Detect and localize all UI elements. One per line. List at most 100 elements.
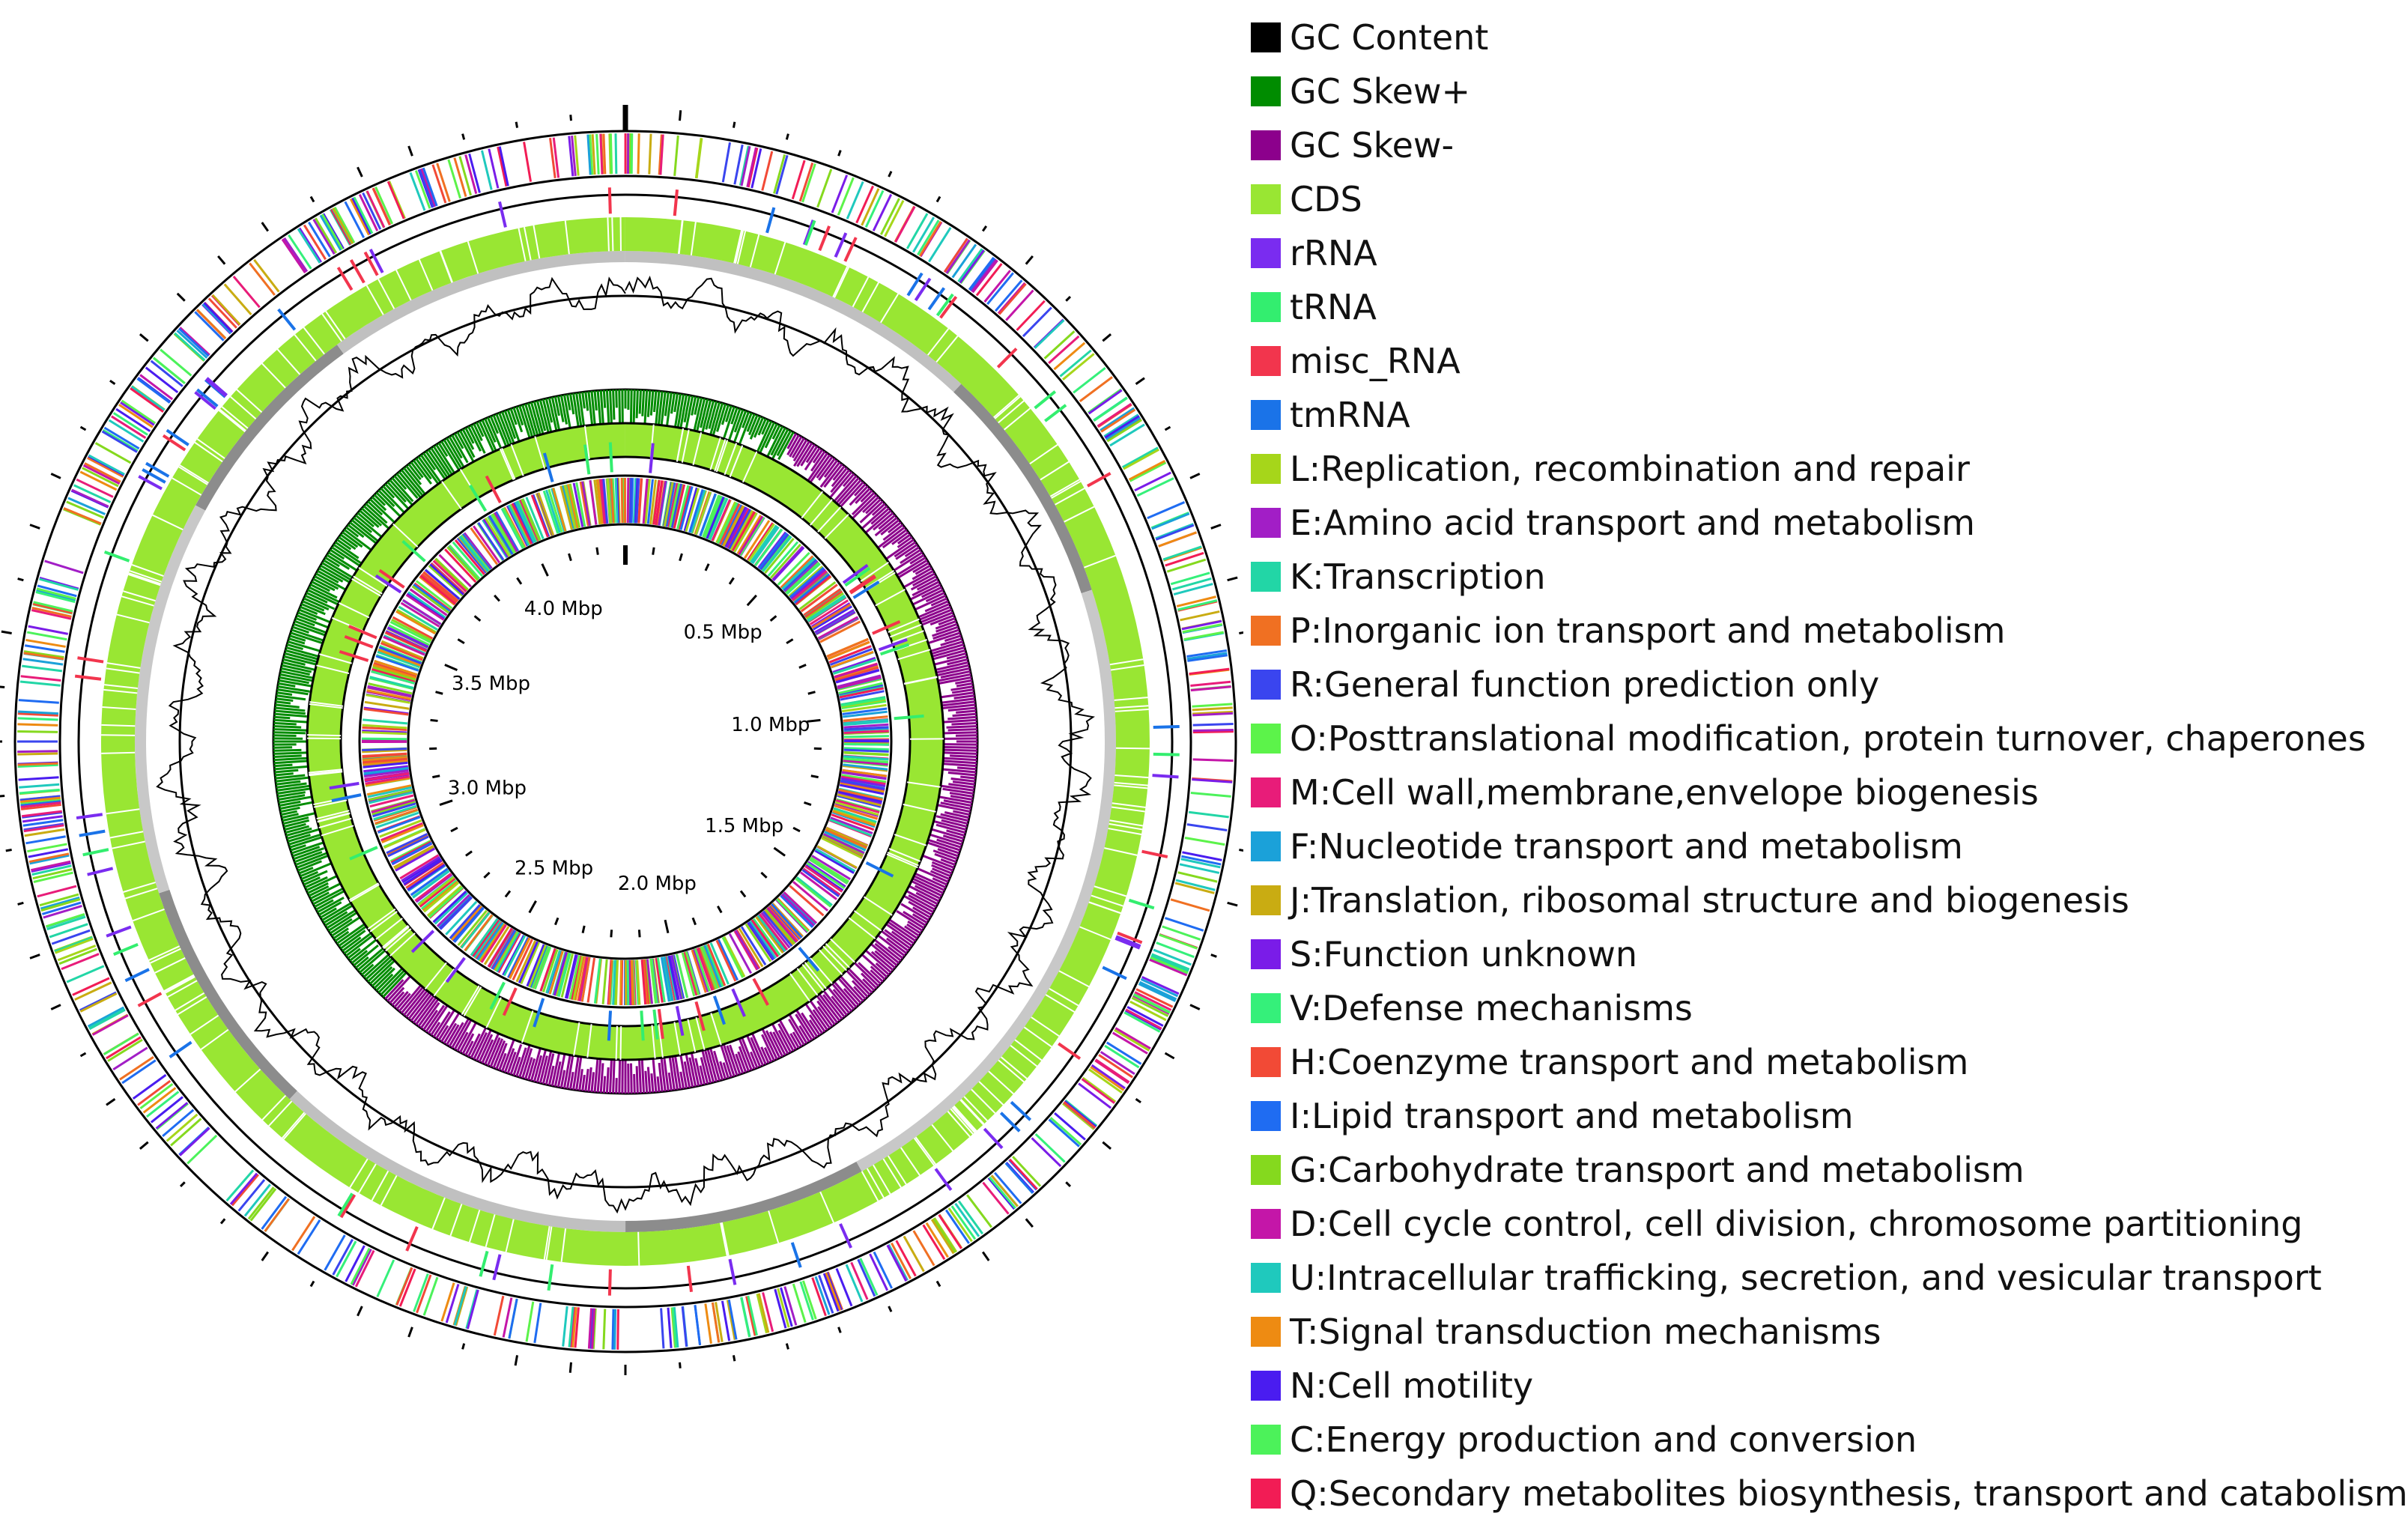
gc-skew-positive [761, 419, 770, 435]
cog-forward-mark [73, 484, 112, 503]
cds-gap [673, 1022, 682, 1055]
gc-skew-negative [713, 1050, 724, 1081]
gc-skew-negative [802, 999, 826, 1033]
cog-reverse-mark [783, 891, 818, 924]
cog-forward-mark [1180, 858, 1221, 869]
legend-swatch [1251, 939, 1281, 969]
cog-forward-mark [332, 1238, 354, 1276]
rna-forward-mark [405, 1226, 419, 1252]
cog-forward-mark [79, 992, 118, 1013]
legend-label: H:Coenzyme transport and metabolism [1290, 1042, 1969, 1082]
gc-skew-positive [605, 389, 610, 426]
cog-reverse-mark [514, 501, 536, 544]
cog-forward-mark [1192, 778, 1233, 783]
legend-swatch [1251, 346, 1281, 376]
gc-skew-negative [952, 712, 977, 718]
rna-forward-mark [74, 674, 102, 681]
cog-reverse-mark [366, 689, 411, 700]
cds-gap [887, 1155, 907, 1185]
cog-reverse-mark [728, 933, 753, 974]
cds-gap [993, 394, 1020, 419]
gc-skew-negative [521, 1048, 533, 1079]
cog-reverse-mark [419, 574, 456, 605]
gc-skew-positive [277, 791, 306, 798]
gc-skew-positive [294, 851, 323, 864]
scale-tick [581, 925, 586, 934]
cds-gap [358, 1163, 377, 1194]
gc-skew-negative [792, 1031, 803, 1047]
cog-reverse-mark [822, 833, 865, 855]
cog-forward-mark [358, 193, 379, 231]
cog-forward-mark [28, 852, 70, 864]
cog-reverse-mark [721, 504, 743, 546]
gc-skew-positive [339, 930, 366, 950]
cog-forward-mark [23, 652, 64, 661]
cog-forward-mark [873, 1251, 893, 1289]
cog-reverse-mark [688, 489, 704, 533]
legend-item: N:Cell motility [1251, 1359, 2404, 1413]
cog-reverse-mark [843, 757, 889, 764]
gc-skew-negative [817, 992, 841, 1022]
cog-reverse-mark [363, 759, 408, 765]
cog-forward-mark [775, 154, 789, 195]
gc-skew-positive [524, 403, 536, 436]
cog-forward-mark [1132, 993, 1171, 1014]
cog-reverse-mark [824, 831, 867, 852]
cog-forward-mark [1192, 710, 1234, 715]
gc-skew-negative [926, 631, 961, 645]
scale-tick [516, 577, 523, 585]
cds-gap [897, 649, 931, 661]
cds-gap [367, 908, 396, 930]
gc-skew-positive [273, 754, 302, 758]
cog-reverse-mark [553, 951, 568, 996]
cog-reverse-mark [800, 583, 838, 613]
cds-gap [810, 499, 833, 526]
cds-gap [189, 1014, 219, 1035]
gc-skew-negative [786, 433, 798, 449]
gc-skew-positive [321, 901, 354, 921]
cds-gap [1115, 747, 1150, 750]
gc-skew-negative [832, 465, 846, 481]
gc-skew-positive [419, 454, 441, 483]
gc-skew-positive [296, 854, 330, 869]
cog-reverse-mark [488, 515, 514, 555]
legend-label: misc_RNA [1290, 341, 1461, 381]
cog-forward-mark [145, 1091, 180, 1118]
cds-gap [1004, 407, 1031, 431]
cds-gap [366, 285, 384, 315]
cog-reverse-mark [563, 485, 577, 530]
cog-forward-mark [22, 819, 64, 827]
cog-forward-mark [1100, 407, 1135, 431]
rna-forward-mark [935, 293, 954, 317]
cog-forward-mark [386, 181, 405, 219]
cog-forward-mark [237, 1179, 266, 1212]
gc-skew-positive [291, 628, 326, 643]
cds-gap [687, 1019, 697, 1052]
cog-reverse-mark [497, 933, 521, 974]
cog-forward-mark [1182, 623, 1223, 634]
cds-gap [736, 231, 747, 264]
cog-forward-mark [1106, 419, 1142, 443]
cog-forward-mark [1049, 1117, 1082, 1146]
cog-reverse-mark [843, 763, 888, 771]
cog-forward-mark [464, 154, 478, 195]
cog-reverse-mark [736, 929, 761, 969]
gc-skew-negative [929, 870, 950, 881]
cog-forward-mark [822, 1273, 840, 1312]
gc-skew-positive [484, 418, 497, 443]
gc-skew-negative [464, 1040, 474, 1056]
gc-skew-negative [484, 1033, 500, 1065]
cog-forward-mark [493, 1295, 505, 1336]
gc-skew-negative [832, 989, 853, 1013]
cog-reverse-mark [528, 945, 547, 988]
gc-skew-positive [354, 956, 369, 969]
gc-skew-positive [395, 473, 419, 500]
cog-forward-mark [17, 723, 58, 727]
outer-tick [1065, 1181, 1072, 1188]
cog-forward-mark [33, 871, 73, 883]
legend-item: O:Posttranslational modification, protei… [1251, 712, 2404, 765]
cog-forward-mark [888, 1243, 909, 1282]
cds-gap [861, 282, 879, 312]
gc-skew-negative [896, 910, 925, 930]
cog-forward-mark [150, 360, 184, 387]
